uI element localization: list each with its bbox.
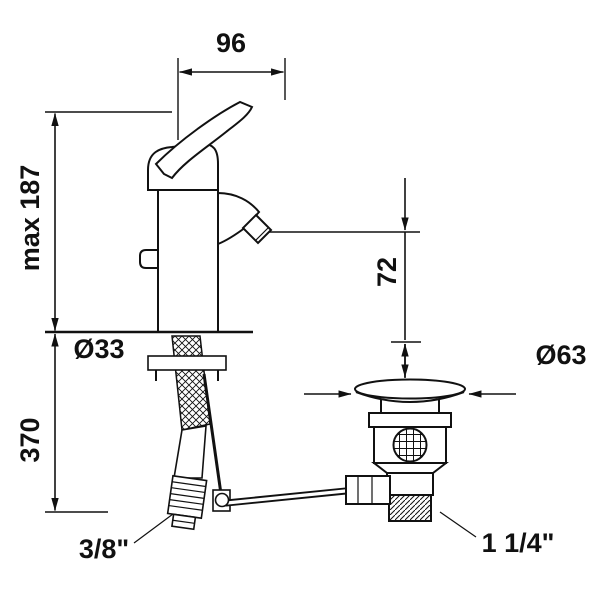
label-72: 72 (372, 257, 402, 287)
drain-dome (355, 391, 465, 403)
aerator (241, 213, 273, 245)
drain-strainer (392, 427, 428, 463)
supply-hose-group (147, 335, 227, 531)
hose-lower (173, 425, 207, 479)
hose-nut-3-8 (166, 474, 208, 531)
lever-rod (225, 488, 357, 505)
label-max-187: max 187 (15, 165, 45, 272)
faucet-body (157, 189, 219, 333)
drain-inlet-nut (345, 475, 391, 505)
drain-collar (368, 412, 452, 428)
label-96: 96 (216, 28, 246, 58)
drain-tailpiece (386, 472, 434, 496)
mounting-plate (147, 355, 227, 371)
dimension-waste-size: 1 1/4" (439, 511, 555, 558)
drain-flange (354, 378, 466, 400)
label-370: 370 (15, 417, 45, 462)
label-3-8: 3/8" (79, 534, 129, 564)
handle-lever (154, 100, 254, 180)
popup-rod (202, 373, 223, 495)
side-knob (139, 249, 159, 269)
dimension-install-depth: 370 (15, 333, 108, 513)
dimension-spout-projection: 96 (177, 28, 286, 140)
dimension-supply-connection: 3/8" (79, 513, 174, 564)
dimension-spout-height: 72 (269, 178, 421, 378)
label-dia-33: Ø33 (73, 334, 124, 364)
drain-thread-1-1-4 (388, 494, 432, 522)
dimension-max-height: max 187 (15, 111, 172, 332)
popup-linkage-group (202, 373, 360, 512)
label-1-1-4: 1 1/4" (482, 528, 555, 558)
drain-group (345, 378, 466, 522)
drain-taper (371, 462, 449, 474)
ball-joint (214, 492, 230, 508)
label-dia-63: Ø63 (535, 340, 586, 370)
faucet-group (139, 100, 273, 333)
dimension-flange-diameter: Ø63 (304, 340, 587, 398)
